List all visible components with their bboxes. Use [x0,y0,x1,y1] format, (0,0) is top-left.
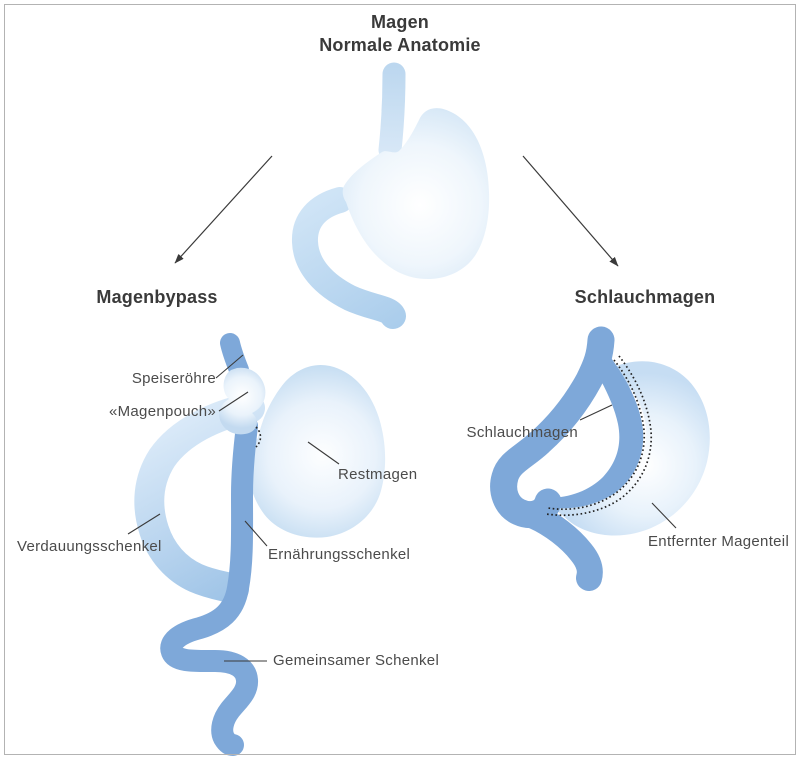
sleeve-figure [490,326,710,591]
title-line-2: Normale Anatomie [319,35,481,55]
title-line-1: Magen [370,12,429,32]
sleeve-leader-lines [579,404,677,529]
label-speiseroehre: Speiseröhre [131,370,216,387]
label-entfernter-magenteil: Entfernter Magenteil [648,533,790,550]
leader-entfernter-magenteil [651,502,677,529]
leader-verdauungsschenkel [127,513,161,535]
sleeve-staple-line-outer [545,355,653,517]
normal-esophagus-shape [378,62,406,162]
arrow-to-sleeve [522,155,619,267]
bypass-pouch-shape [219,367,266,435]
bypass-remnant-stomach-shape [248,364,386,538]
bypass-heading: Magenbypass [96,287,218,307]
label-restmagen: Restmagen [338,466,418,483]
label-schlauchmagen: Schlauchmagen [466,424,578,441]
bypass-figure [127,333,386,756]
normal-stomach-body-shape [342,108,490,280]
label-gemeinsamer-schenkel: Gemeinsamer Schenkel [273,652,440,669]
sleeve-duodenum-shape [521,503,603,591]
leader-restmagen [307,441,340,465]
sleeve-removed-part-shape [552,361,710,536]
leader-speiseroehre [215,354,244,379]
label-ernaehrungsschenkel: Ernährungsschenkel [268,546,411,563]
sleeve-staple-line-inner [547,359,646,511]
page-title: Magen Normale Anatomie [0,11,800,57]
sleeve-body-wedge-shape [548,350,644,509]
normal-stomach-figure [292,62,490,329]
bypass-alimentary-common-limb-shape [160,415,258,756]
bypass-esophagus-shape [220,333,249,380]
bypass-leader-lines [127,354,340,662]
arrow-to-bypass [174,155,273,264]
leader-ernaehrungsschenkel [244,520,268,547]
label-magenpouch: «Magenpouch» [108,403,216,420]
normal-duodenum-shape [292,187,406,329]
leader-schlauchmagen [579,404,613,421]
bypass-biliopancreatic-limb-shape [134,393,265,604]
label-verdauungsschenkel: Verdauungsschenkel [17,538,162,555]
leader-magenpouch [218,391,249,412]
sleeve-heading: Schlauchmagen [574,287,716,307]
